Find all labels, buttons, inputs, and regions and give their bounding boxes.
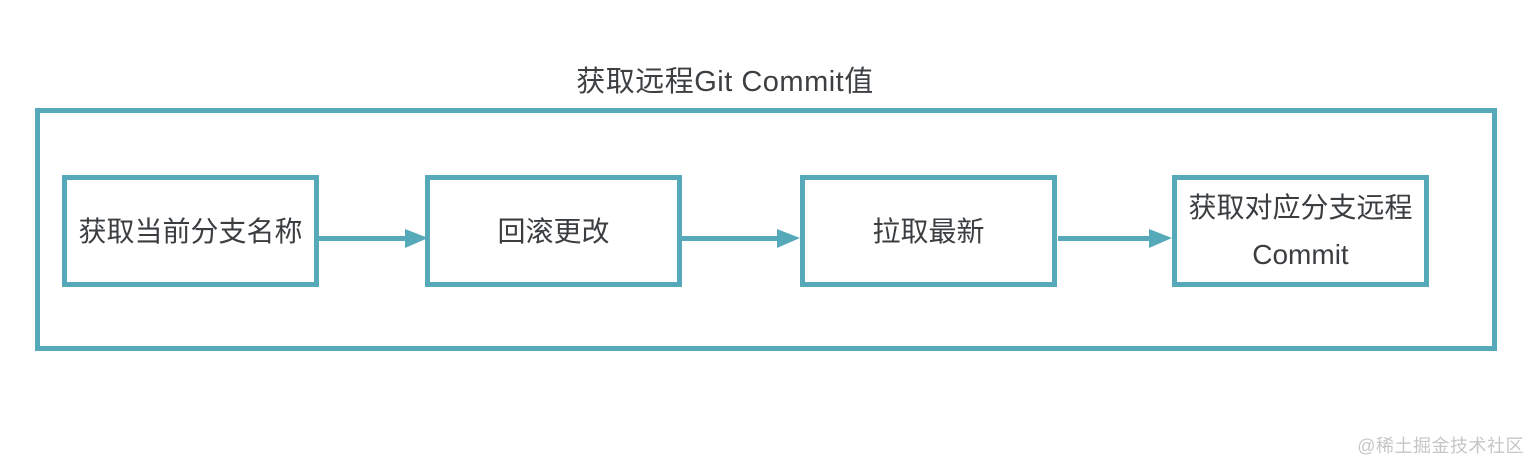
flow-arrow-3 <box>1058 229 1172 248</box>
flow-node-pull-latest: 拉取最新 <box>800 175 1057 287</box>
arrow-shaft <box>318 236 407 241</box>
arrow-head-right-icon <box>777 229 800 248</box>
flow-node-get-current-branch: 获取当前分支名称 <box>62 175 319 287</box>
flow-node-rollback-changes: 回滚更改 <box>425 175 682 287</box>
arrow-shaft <box>1058 236 1151 241</box>
flow-node-get-remote-commit: 获取对应分支远程 Commit <box>1172 175 1429 287</box>
arrow-head-right-icon <box>405 229 428 248</box>
diagram-title: 获取远程Git Commit值 <box>576 66 874 98</box>
flow-arrow-1 <box>318 229 428 248</box>
watermark-juejin-community: @稀土掘金技术社区 <box>1357 436 1524 456</box>
flow-arrow-2 <box>682 229 800 248</box>
arrow-shaft <box>682 236 779 241</box>
arrow-head-right-icon <box>1149 229 1172 248</box>
